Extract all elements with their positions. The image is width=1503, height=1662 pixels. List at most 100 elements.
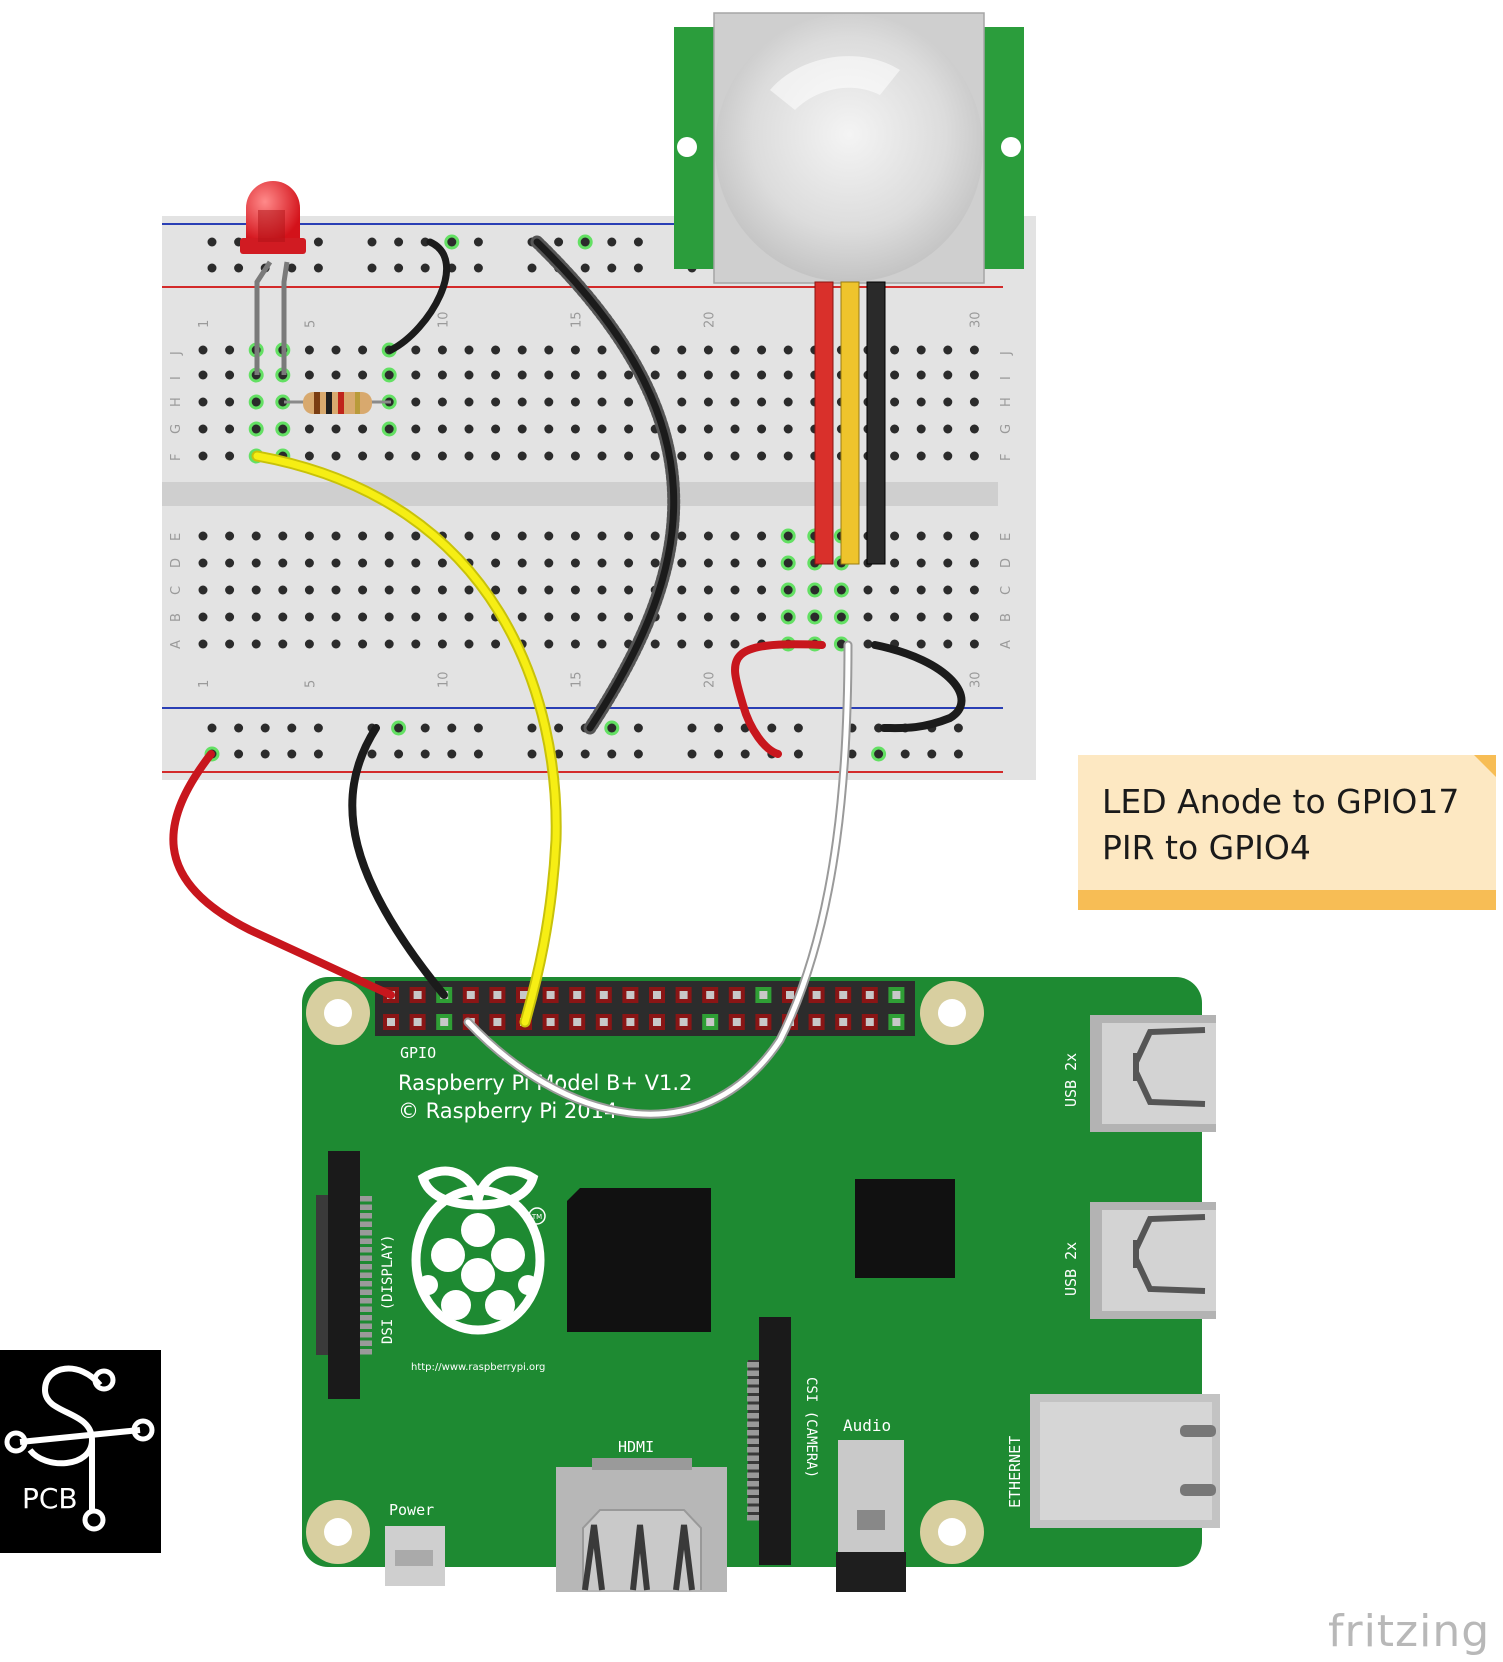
gpio-pin (808, 1014, 825, 1030)
row-label: H (999, 397, 1014, 407)
breadboard-hole (358, 451, 368, 461)
breadboard-hole (491, 531, 501, 541)
gpio-pin (675, 987, 692, 1003)
breadboard-hole (304, 424, 314, 434)
gpio-pin (675, 1014, 692, 1030)
breadboard-hole (677, 612, 687, 622)
breadboard-hole (554, 749, 564, 759)
breadboard-hole (384, 585, 394, 595)
breadboard-hole (597, 397, 607, 407)
gpio-pin (595, 987, 612, 1003)
breadboard-hole (783, 370, 793, 380)
breadboard-hole (491, 585, 501, 595)
breadboard-hole (278, 585, 288, 595)
breadboard-hole (304, 639, 314, 649)
row-label: F (169, 454, 184, 461)
breadboard-hole (943, 612, 953, 622)
breadboard-hole (198, 451, 208, 461)
breadboard-hole (544, 451, 554, 461)
breadboard-hole (527, 749, 537, 759)
dsi-label: DSI (DISPLAY) (380, 1234, 396, 1344)
breadboard-hole (517, 612, 527, 622)
breadboard-hole (304, 612, 314, 622)
breadboard-hole (260, 749, 270, 759)
breadboard-hole (491, 639, 501, 649)
breadboard-hole (225, 397, 235, 407)
gpio-pin (649, 1014, 665, 1030)
breadboard-hole (624, 424, 634, 434)
breadboard-hole (624, 397, 634, 407)
breadboard-hole (420, 723, 430, 733)
gpio-pin (569, 987, 586, 1003)
breadboard-hole (730, 558, 740, 568)
breadboard-hole (730, 370, 740, 380)
gpio-pin (835, 1014, 852, 1030)
breadboard-hole (544, 345, 554, 355)
breadboard-hole (943, 531, 953, 541)
micro-usb-power-port (385, 1526, 445, 1586)
breadboard-hole (969, 585, 979, 595)
column-label: 15 (569, 311, 584, 328)
breadboard-hole (953, 749, 963, 759)
breadboard-hole (251, 639, 261, 649)
breadboard-hole (969, 451, 979, 461)
csi-label: CSI (CAMERA) (803, 1377, 819, 1478)
breadboard-hole (703, 345, 713, 355)
raspberry-logo (411, 1166, 545, 1335)
csi-connector (747, 1317, 791, 1565)
column-label: 5 (303, 680, 318, 688)
breadboard-hole (381, 421, 397, 437)
breadboard-hole (331, 370, 341, 380)
breadboard-hole (473, 749, 483, 759)
gpio-pin (542, 1014, 559, 1030)
annotation-note: LED Anode to GPIO17 PIR to GPIO4 (1078, 755, 1496, 910)
breadboard-hole (225, 558, 235, 568)
breadboard-hole (358, 345, 368, 355)
breadboard-hole (473, 263, 483, 273)
gpio-pin (436, 1014, 453, 1030)
column-label: 1 (197, 680, 212, 688)
breadboard-hole (597, 639, 607, 649)
gpio-pin (755, 1014, 772, 1030)
breadboard-hole (570, 370, 580, 380)
dsi-connector (316, 1151, 372, 1399)
pcb-logo-text: PCB (22, 1482, 78, 1515)
breadboard-hole (943, 370, 953, 380)
breadboard-hole (517, 370, 527, 380)
breadboard-hole (969, 558, 979, 568)
column-label: 15 (569, 671, 584, 688)
breadboard-hole (687, 749, 697, 759)
breadboard-hole (251, 558, 261, 568)
breadboard-hole (275, 394, 291, 410)
breadboard-hole (730, 424, 740, 434)
breadboard-hole (730, 451, 740, 461)
breadboard-hole (943, 585, 953, 595)
breadboard-hole (597, 370, 607, 380)
breadboard-hole (570, 424, 580, 434)
breadboard-hole (411, 451, 421, 461)
breadboard-hole (767, 723, 777, 733)
row-label: A (169, 640, 184, 649)
note-fold-icon (1474, 755, 1496, 777)
breadboard-hole (863, 585, 873, 595)
breadboard-hole (677, 531, 687, 541)
breadboard-hole (703, 531, 713, 541)
breadboard-hole (807, 609, 823, 625)
breadboard-hole (234, 263, 244, 273)
breadboard-hole (703, 558, 713, 568)
pir-mount-hole (677, 137, 697, 157)
breadboard-hole (225, 451, 235, 461)
mounting-hole (920, 981, 984, 1045)
breadboard-hole (633, 723, 643, 733)
breadboard-hole (437, 451, 447, 461)
mounting-hole (306, 1500, 370, 1564)
breadboard-hole (650, 345, 660, 355)
breadboard-hole (554, 723, 564, 733)
breadboard-hole (916, 345, 926, 355)
breadboard-hole (677, 451, 687, 461)
pir-lead-red (814, 281, 834, 565)
breadboard-hole (225, 585, 235, 595)
mounting-hole (920, 1500, 984, 1564)
usb-label-2: USB 2x (1062, 1242, 1080, 1296)
breadboard-hole (544, 397, 554, 407)
